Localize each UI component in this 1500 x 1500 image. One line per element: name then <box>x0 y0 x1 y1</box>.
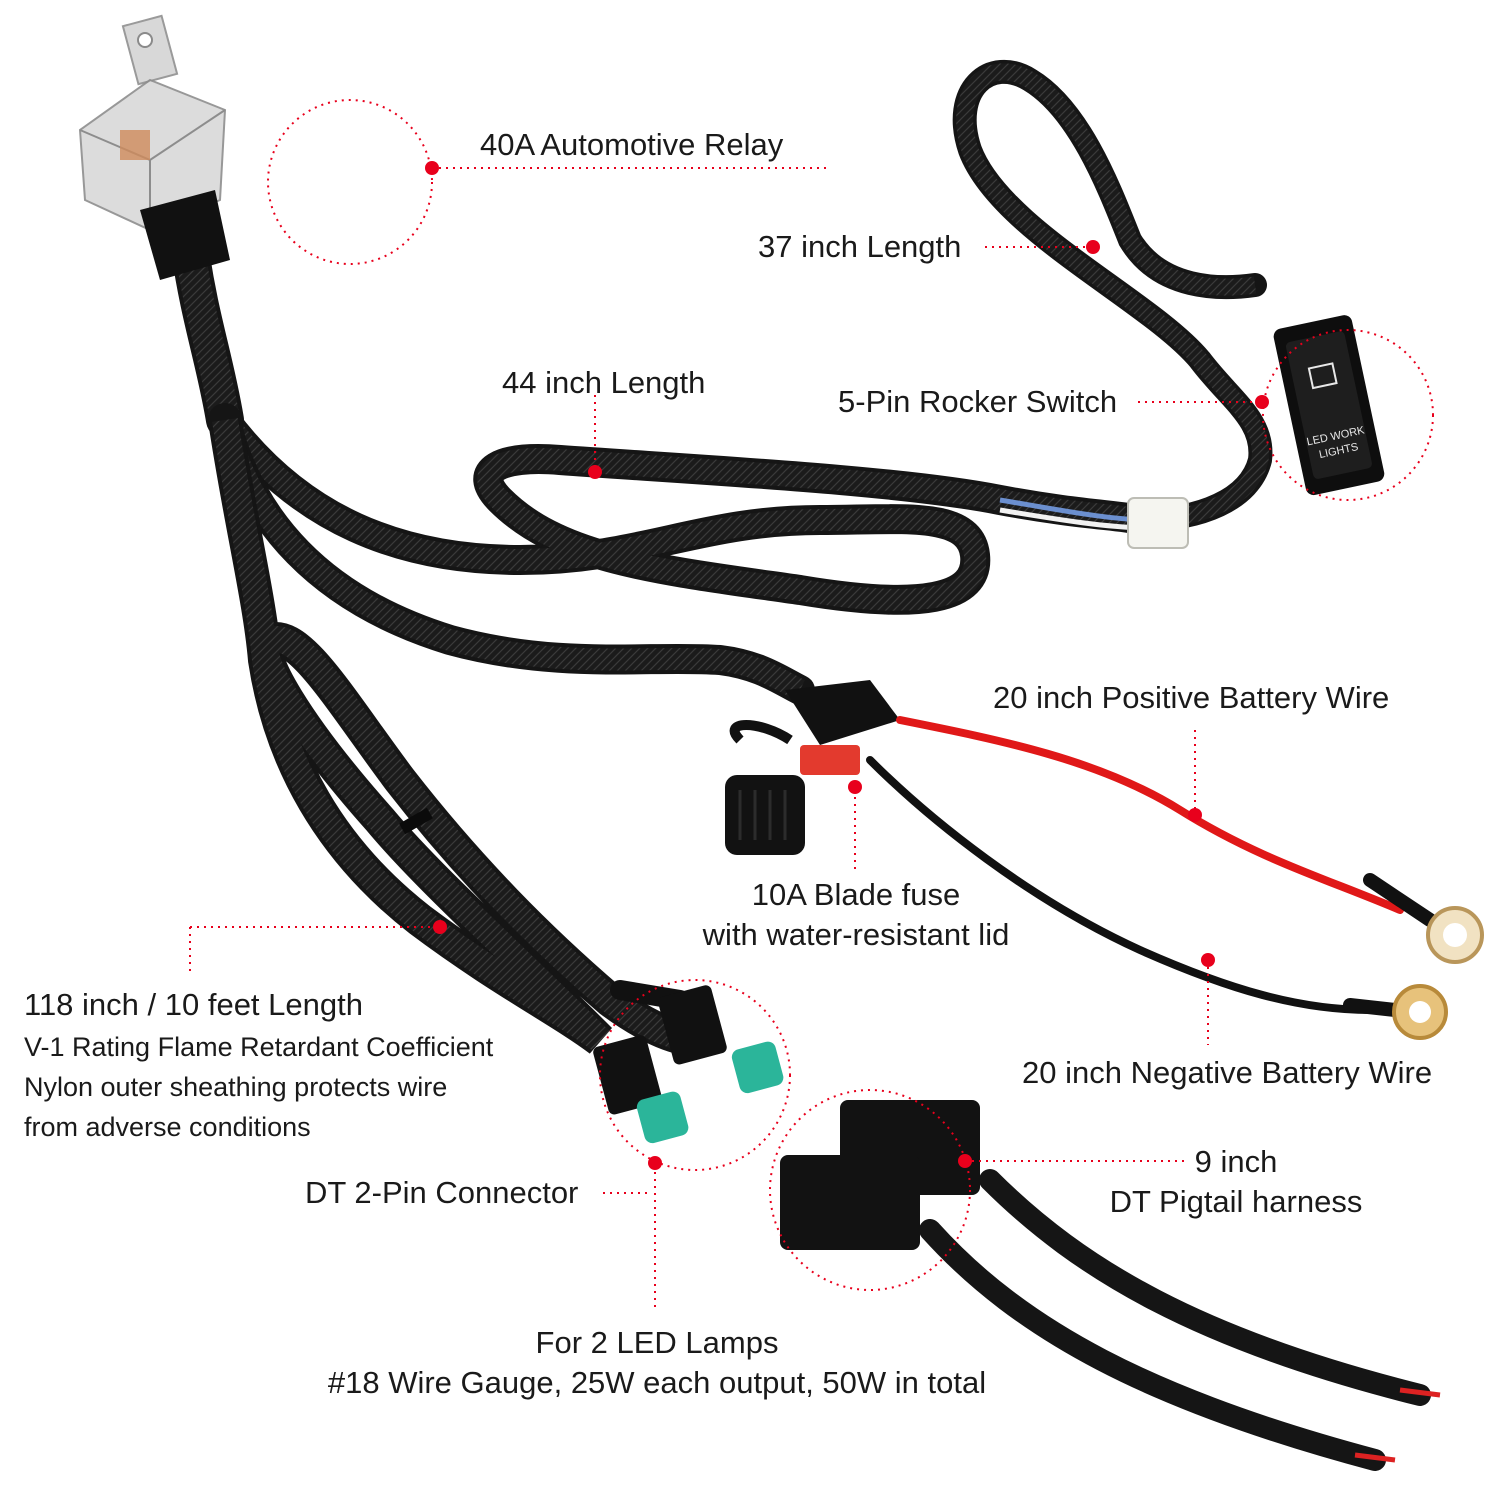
switch-detail-circle <box>1262 329 1434 501</box>
rocker-switch-illustration: LED WORK LIGHTS <box>1273 315 1385 496</box>
lamps-label-line1: For 2 LED Lamps <box>535 1325 779 1360</box>
dt-connector-label: DT 2-Pin Connector <box>305 1175 579 1210</box>
relay-illustration <box>78 14 230 280</box>
relay-detail-circle <box>267 99 433 265</box>
dt-pigtails-illustration <box>780 1100 1441 1471</box>
relay-label: 40A Automotive Relay <box>480 127 784 162</box>
main-44-inch-cable <box>210 405 1155 615</box>
rocker-switch-label: 5-Pin Rocker Switch <box>838 384 1118 419</box>
negative-wire-label: 20 inch Negative Battery Wire <box>1022 1055 1433 1090</box>
harness-desc-line1: V-1 Rating Flame Retardant Coefficient <box>24 1032 494 1062</box>
fuse-label: 10A Blade fuse with water-resistant lid <box>698 875 1014 955</box>
switch-37-inch-cable <box>952 59 1273 549</box>
main-length-label: 44 inch Length <box>502 365 706 400</box>
pigtail-label-line2: DT Pigtail harness <box>1109 1184 1363 1219</box>
harness-desc-line2: Nylon outer sheathing protects wire <box>24 1072 448 1102</box>
lamps-label-line2: #18 Wire Gauge, 25W each output, 50W in … <box>327 1365 987 1400</box>
pigtail-label: 9 inch DT Pigtail harness <box>1100 1142 1372 1222</box>
pigtail-detail-circle <box>769 1089 971 1291</box>
callout-graphics <box>189 99 1434 1310</box>
harness-length-label: 118 inch / 10 feet Length <box>24 987 363 1022</box>
relay-trunk-cable <box>171 231 244 439</box>
pigtail-label-line1: 9 inch <box>1194 1144 1278 1179</box>
harness-desc-line3: from adverse conditions <box>24 1112 311 1142</box>
fuse-label-line1: 10A Blade fuse <box>751 877 961 912</box>
fuse-label-line2: with water-resistant lid <box>702 917 1010 952</box>
switch-length-label: 37 inch Length <box>758 229 962 264</box>
fuse-holder-illustration <box>725 680 900 855</box>
harness-118-inch-cable <box>208 403 717 1057</box>
positive-wire-label: 20 inch Positive Battery Wire <box>993 680 1390 715</box>
lamps-label: For 2 LED Lamps #18 Wire Gauge, 25W each… <box>312 1323 1002 1403</box>
fuse-branch-cable <box>210 405 815 705</box>
battery-wires <box>866 716 1484 1040</box>
harness-description: V-1 Rating Flame Retardant Coefficient N… <box>24 1027 493 1147</box>
dt-connectors-illustration <box>593 980 784 1144</box>
connector-detail-circle <box>599 979 791 1171</box>
callout-dots <box>425 161 1269 1170</box>
